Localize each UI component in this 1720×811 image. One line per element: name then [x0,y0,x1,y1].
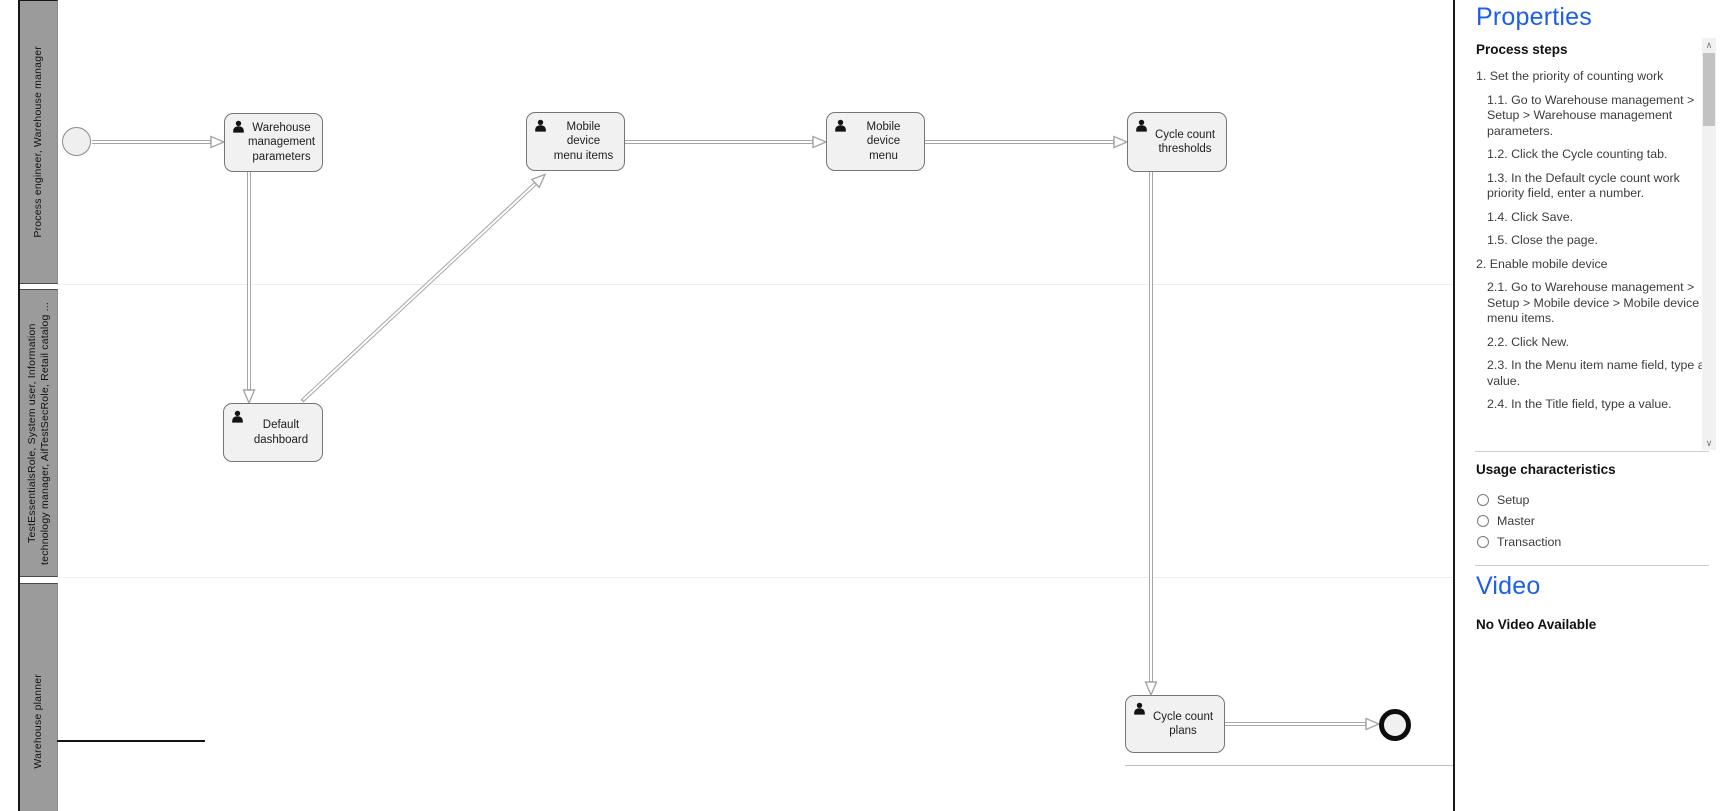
process-step: 1.3. In the Default cycle count work pri… [1487,170,1680,201]
process-step: 2.3. In the Menu item name field, type a… [1487,358,1705,388]
task-node-label: Mobile device menu [866,120,901,162]
task-node-label: Cycle count plans [1152,710,1214,738]
person-icon [232,410,243,423]
lane-label: Warehouse planner [32,674,44,769]
process-step: 1.2. Click the Cycle counting tab. [1487,147,1668,161]
radio-label: Transaction [1497,534,1562,549]
process-step: 2.4. In the Title field, type a value. [1487,397,1672,411]
process-step: 1.5. Close the page. [1487,233,1598,247]
lane-label: Process engineer, Warehouse manager [32,46,44,238]
radio-label: Master [1497,513,1535,528]
radio-circle-icon[interactable] [1477,493,1489,506]
radio-transaction[interactable]: Transaction [1477,531,1561,552]
task-node-label: Mobile device menu items [553,120,614,162]
process-steps-heading: Process steps [1476,42,1568,57]
process-step: 1.1. Go to Warehouse management > Setup … [1487,92,1695,138]
scroll-up-icon[interactable]: ∧ [1705,40,1713,50]
usage-characteristics-heading: Usage characteristics [1476,462,1616,477]
process-diagram: Process engineer, Warehouse manager Test… [18,0,1453,811]
diagram-bottom-line [1125,765,1453,766]
section-divider [1475,565,1709,566]
process-step: 2.2. Click New. [1487,334,1569,349]
lane-divider [58,284,1453,285]
radio-circle-icon[interactable] [1477,535,1489,548]
video-heading: Video [1476,572,1541,600]
task-node-label: Cycle count thresholds [1154,128,1216,156]
task-node-label: Default dashboard [253,419,309,446]
task-node-warehouse-management-parameters[interactable]: Warehouse management parameters [224,113,323,172]
lane-strip-border [18,0,20,811]
person-icon [1134,702,1145,715]
lane-process-engineer: Process engineer, Warehouse manager [20,0,58,284]
radio-master[interactable]: Master [1477,510,1561,531]
radio-circle-icon[interactable] [1477,514,1489,527]
usage-radio-group: Setup Master Transaction [1477,489,1561,552]
person-icon [535,119,546,132]
task-node-mobile-device-menu[interactable]: Mobile device menu [826,112,925,171]
start-event[interactable] [62,127,91,156]
person-icon [835,119,846,132]
video-status: No Video Available [1476,617,1597,632]
task-node-cycle-count-thresholds[interactable]: Cycle count thresholds [1127,112,1227,172]
task-node-label: Warehouse management parameters [247,121,316,163]
process-step: 1. Set the priority of counting work [1476,69,1664,83]
lane-divider [58,577,1453,578]
process-step: 2. Enable mobile device [1476,256,1608,271]
person-icon [1136,119,1147,132]
radio-label: Setup [1497,492,1530,507]
task-node-cycle-count-plans[interactable]: Cycle count plans [1125,695,1225,753]
radio-setup[interactable]: Setup [1477,489,1561,510]
process-step: 1.4. Click Save. [1487,209,1574,224]
scroll-down-icon[interactable]: ∨ [1705,438,1713,448]
person-icon [233,120,244,133]
steps-scrollbar[interactable]: ∧ ∨ [1702,38,1716,450]
process-steps-section: Process steps 1. Set the priority of cou… [1476,42,1705,450]
lane-test-essentials-role: TestEssentialsRole, System user, Informa… [20,289,58,577]
connectors-canvas [92,135,1381,731]
task-node-default-dashboard[interactable]: Default dashboard [223,403,323,462]
diagram-bottom-border [57,740,205,742]
properties-panel: Properties Process steps 1. Set the prio… [1453,0,1720,811]
properties-title: Properties [1476,3,1592,31]
section-divider [1475,451,1709,452]
lane-warehouse-planner: Warehouse planner [20,583,58,811]
end-event[interactable] [1379,709,1411,741]
task-node-mobile-device-menu-items[interactable]: Mobile device menu items [526,112,625,171]
process-step: 2.1. Go to Warehouse management > Setup … [1487,280,1700,325]
scroll-thumb[interactable] [1703,53,1715,126]
lane-label: TestEssentialsRole, System user, Informa… [25,301,51,565]
